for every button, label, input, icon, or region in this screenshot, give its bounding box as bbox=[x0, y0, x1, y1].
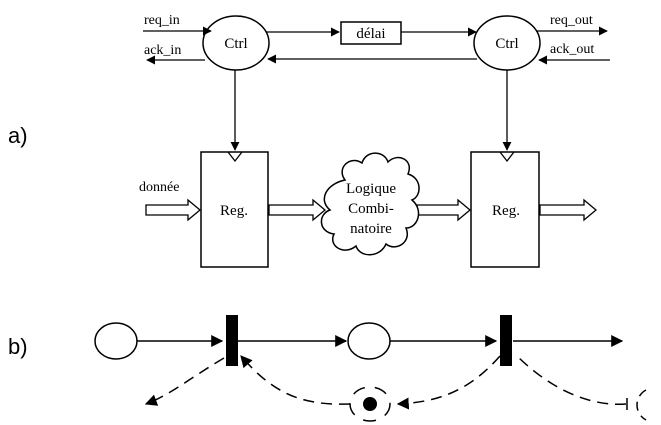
dashed-arc-to-t2 bbox=[516, 355, 627, 406]
dashed-arc-t1-back bbox=[144, 357, 225, 406]
logic-label-line2: Combi- bbox=[348, 201, 394, 217]
req-in-label: req_in bbox=[144, 13, 180, 28]
data-bus-arrows bbox=[145, 198, 598, 222]
combinational-logic-cloud: Logique Combi- natoire bbox=[320, 152, 420, 256]
delay-label: délai bbox=[356, 26, 385, 42]
logic-label-line3: natoire bbox=[350, 221, 392, 237]
reg-to-logic-arrow bbox=[268, 198, 327, 222]
data-in-label: donnée bbox=[139, 180, 179, 195]
register-left-label: Reg. bbox=[220, 203, 248, 219]
petri-net bbox=[94, 322, 647, 422]
logic-to-reg-arrow bbox=[416, 198, 472, 222]
ctrl-right: Ctrl bbox=[473, 15, 541, 71]
handshake-wires bbox=[143, 26, 610, 151]
ack-out-label: ack_out bbox=[550, 42, 594, 57]
register-right-clock-notch bbox=[499, 151, 515, 163]
data-out-arrow bbox=[539, 198, 598, 222]
partial-place-right bbox=[636, 389, 647, 421]
ack-in-label: ack_in bbox=[144, 43, 181, 58]
register-right: Reg. bbox=[470, 151, 540, 268]
part-a-label: a) bbox=[8, 123, 28, 148]
ctrl-left-label: Ctrl bbox=[224, 36, 247, 52]
logic-label-line1: Logique bbox=[346, 181, 396, 197]
transition-1 bbox=[226, 315, 238, 366]
transition-2 bbox=[500, 315, 512, 366]
marked-place bbox=[349, 386, 391, 422]
part-b-label: b) bbox=[8, 334, 28, 359]
place-2 bbox=[347, 322, 391, 360]
dashed-arc-to-t1 bbox=[240, 355, 351, 405]
ctrl-right-label: Ctrl bbox=[495, 36, 518, 52]
register-left-clock-notch bbox=[227, 151, 243, 163]
req-out-label: req_out bbox=[550, 13, 593, 28]
data-in-arrow bbox=[145, 198, 202, 222]
ctrl-left: Ctrl bbox=[202, 15, 270, 71]
dashed-arc-t2-to-place bbox=[396, 355, 501, 410]
place-1 bbox=[94, 322, 138, 360]
token-dot bbox=[363, 397, 377, 411]
register-left: Reg. bbox=[200, 151, 269, 268]
delay-block: délai bbox=[340, 21, 402, 45]
register-right-label: Reg. bbox=[492, 203, 520, 219]
